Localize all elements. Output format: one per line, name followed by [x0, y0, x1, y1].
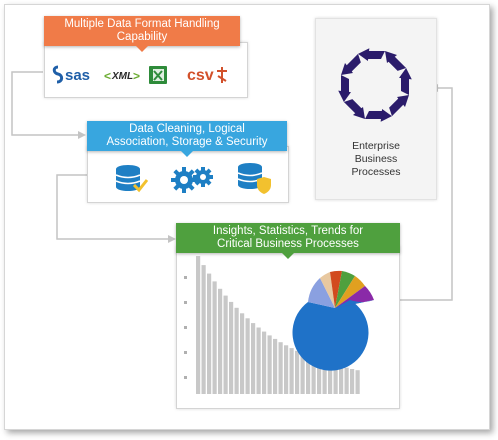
- database-check-icon: [115, 165, 149, 193]
- arrow-head-formats: [78, 131, 86, 139]
- formats-title-line2: Capability: [116, 31, 168, 43]
- insights-title-line2: Critical Business Processes: [217, 238, 359, 250]
- thumbnail-bar: [306, 355, 311, 394]
- csv-logo-text: csv: [187, 67, 214, 84]
- thumbnail-bar: [333, 364, 338, 394]
- enterprise-line2: Business: [354, 153, 398, 165]
- cleaning-banner: Data Cleaning, Logical Association, Stor…: [87, 121, 287, 157]
- connector-formats-to-cleaning: [11, 71, 78, 136]
- thumbnail-bar: [278, 342, 283, 394]
- thumbnail-bar: [311, 357, 316, 394]
- enterprise-line1: Enterprise: [352, 140, 400, 152]
- database-shield-icon: [237, 163, 271, 194]
- thumbnail-bar: [229, 301, 234, 394]
- thumbnail-bar: [251, 323, 256, 394]
- insights-banner: Insights, Statistics, Trends for Critica…: [176, 223, 400, 259]
- sas-logo-text: sas: [65, 67, 90, 84]
- thumbnail-bar: [339, 366, 344, 394]
- thumbnail-bar: [234, 307, 239, 394]
- enterprise-card: [315, 18, 437, 200]
- thumbnail-bar: [245, 318, 250, 394]
- thumbnail-bar: [284, 345, 289, 394]
- thumbnail-bar: [212, 281, 217, 394]
- thumbnail-bar: [344, 367, 349, 394]
- enterprise-label: Enterprise Business Processes: [315, 140, 437, 179]
- bar-chart-thumbnail: [196, 256, 360, 394]
- connector-insights-to-enterprise: [400, 87, 453, 301]
- formats-banner: Multiple Data Format Handling Capability: [44, 16, 240, 52]
- svg-text:>: >: [133, 69, 140, 83]
- sas-logo-icon: sas: [52, 65, 90, 84]
- thumbnail-bar: [328, 363, 333, 394]
- thumbnail-bar: [262, 331, 267, 394]
- insights-chart-thumbnail: [184, 256, 374, 394]
- formats-title-line1: Multiple Data Format Handling: [64, 18, 220, 30]
- excel-logo-icon: [149, 66, 167, 84]
- svg-text:<: <: [104, 69, 111, 83]
- thumbnail-bar: [317, 359, 322, 394]
- thumbnail-bar: [196, 256, 201, 394]
- connector-cleaning-to-insights: [56, 174, 168, 240]
- xml-logo-icon: < XML >: [104, 69, 140, 83]
- thumbnail-bar: [223, 295, 228, 394]
- cycle-arrows-icon: [338, 48, 412, 122]
- thumbnail-bar: [355, 370, 360, 394]
- thumbnail-bar: [201, 265, 206, 394]
- thumbnail-bar: [207, 273, 212, 394]
- cleaning-title-line2: Association, Storage & Security: [106, 136, 268, 148]
- thumbnail-bar: [218, 288, 223, 394]
- thumbnail-bar: [350, 369, 355, 394]
- thumbnail-bar: [240, 313, 245, 394]
- thumbnail-bar: [273, 338, 278, 394]
- thumbnail-bar: [300, 353, 305, 394]
- thumbnail-bar: [322, 361, 327, 394]
- formats-logos: sas < XML > csv: [52, 65, 227, 84]
- pie-chart-thumbnail: [292, 270, 374, 371]
- thumbnail-bar: [295, 350, 300, 394]
- gears-icon: [171, 167, 213, 193]
- enterprise-line3: Processes: [351, 166, 401, 178]
- cleaning-title-line1: Data Cleaning, Logical: [129, 123, 245, 135]
- arrow-head-cleaning: [168, 235, 176, 243]
- insights-title-line1: Insights, Statistics, Trends for: [212, 225, 364, 237]
- thumbnail-bar: [289, 348, 294, 394]
- thumbnail-bar: [267, 335, 272, 394]
- thumbnail-bar: [256, 327, 261, 394]
- csv-logo-icon: csv: [187, 67, 227, 84]
- xml-logo-text: XML: [111, 71, 133, 82]
